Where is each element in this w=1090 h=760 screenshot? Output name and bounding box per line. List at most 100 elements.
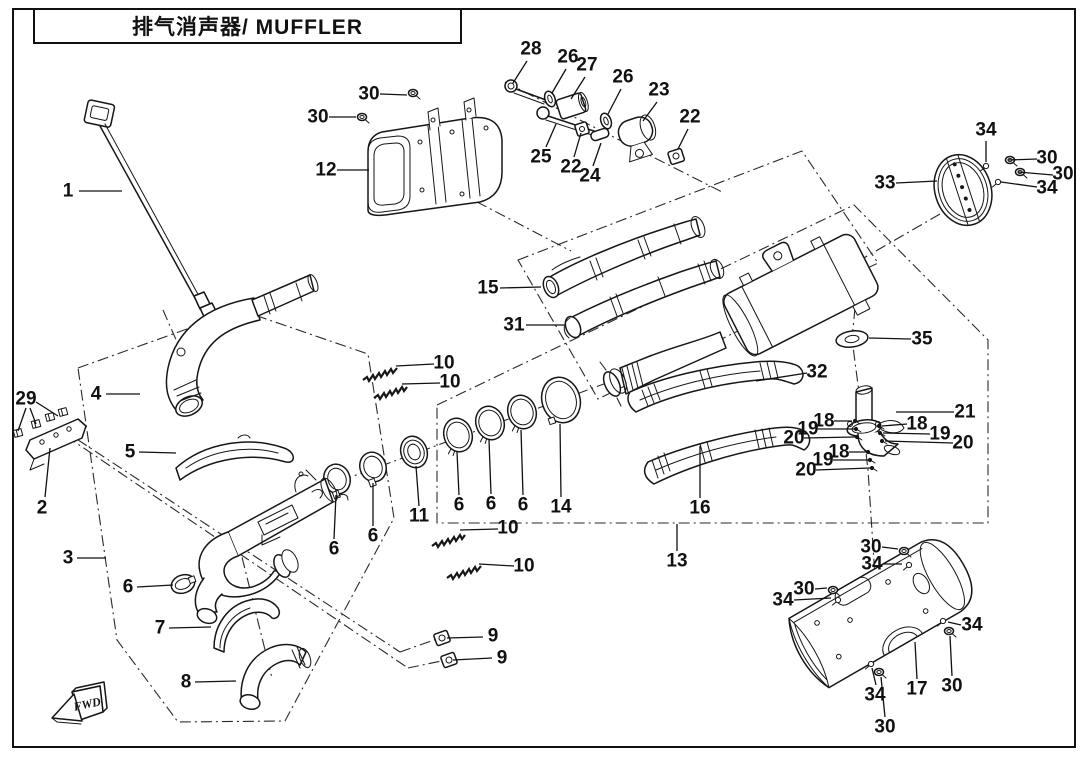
part-label-18: 18 <box>906 414 927 435</box>
leader-line-part-30 <box>1017 171 1054 176</box>
mid-pipe-assembly <box>599 331 727 407</box>
leader-line-part-24 <box>592 142 602 167</box>
leader-line-part-6 <box>333 494 337 540</box>
part-label-21: 21 <box>954 402 976 423</box>
flange-nuts-9 <box>433 629 458 669</box>
part-label-17: 17 <box>906 679 927 700</box>
part-label-30: 30 <box>1036 148 1057 169</box>
part-label-5: 5 <box>125 442 136 463</box>
part-label-20: 20 <box>783 428 804 449</box>
leader-line-part-6 <box>456 451 460 496</box>
part-label-30: 30 <box>358 84 379 105</box>
gasket-ring-6 <box>506 394 538 434</box>
part-label-20: 20 <box>795 460 816 481</box>
leader-line-part-7 <box>168 626 212 629</box>
leader-line-part-10 <box>459 528 499 531</box>
leader-line-part-34 <box>871 667 877 686</box>
muffler-heat-shield-17 <box>788 539 973 689</box>
gasket-washer-35 <box>835 330 869 348</box>
part-label-34: 34 <box>772 590 794 611</box>
leader-line-part-34 <box>947 621 962 626</box>
part-label-10: 10 <box>439 372 460 393</box>
part-label-34: 34 <box>961 615 983 636</box>
gasket-ring-14 <box>540 376 582 426</box>
part-label-32: 32 <box>806 362 827 383</box>
mount-bracket-2 <box>25 418 87 471</box>
part-label-30: 30 <box>307 107 328 128</box>
front-elbow-pipe-4 <box>165 274 319 417</box>
part-label-6: 6 <box>368 526 379 547</box>
part-label-28: 28 <box>520 39 541 60</box>
part-label-19: 19 <box>797 419 818 440</box>
part-label-25: 25 <box>530 147 552 168</box>
part-label-7: 7 <box>155 618 166 639</box>
leader-line-part-10 <box>395 363 435 367</box>
leader-line-part-6 <box>520 429 524 496</box>
part-label-3: 3 <box>63 548 74 569</box>
muffler-body <box>722 233 879 357</box>
gasket-ring-6 <box>474 405 506 445</box>
leader-line-part-5 <box>138 451 177 454</box>
leader-line-part-35 <box>868 337 912 340</box>
part-label-10: 10 <box>513 556 534 577</box>
part-label-34: 34 <box>1036 178 1058 199</box>
leader-line-part-23 <box>642 101 658 122</box>
region-mid-pipes-group <box>517 150 879 400</box>
pipe-heat-shield-16 <box>643 426 811 485</box>
leader-line-part-25 <box>545 123 557 148</box>
part-label-4: 4 <box>91 384 102 405</box>
part-label-19: 19 <box>929 424 950 445</box>
leader-line-part-22 <box>573 132 582 158</box>
leader-line-part-30 <box>881 546 899 550</box>
part-label-26: 26 <box>557 47 578 68</box>
part-label-34: 34 <box>975 120 997 141</box>
part-label-11: 11 <box>409 506 430 527</box>
part-label-6: 6 <box>123 577 134 598</box>
leader-line-part-18 <box>881 423 908 427</box>
leader-line-part-27 <box>570 76 586 100</box>
leader-line-part-9 <box>452 657 493 661</box>
leader-line-part-33 <box>895 180 938 184</box>
heat-shield-12 <box>367 97 503 217</box>
part-label-24: 24 <box>579 166 601 187</box>
leader-line-part-9 <box>446 636 484 639</box>
part-label-8: 8 <box>181 672 192 693</box>
part-label-34: 34 <box>861 554 883 575</box>
leader-line-part-29 <box>35 401 59 417</box>
tension-springs-10 <box>362 366 482 582</box>
region-muffler-group <box>436 204 989 524</box>
part-label-12: 12 <box>315 160 336 181</box>
part-label-15: 15 <box>477 278 499 299</box>
part-label-29: 29 <box>15 389 36 410</box>
heat-shield-5 <box>175 434 294 481</box>
leader-line-part-30 <box>949 635 953 677</box>
leader-line-part-32 <box>755 372 808 382</box>
leader-line-part-6 <box>136 584 174 588</box>
part-label-10: 10 <box>433 353 454 374</box>
leader-line-part-22 <box>677 128 689 150</box>
leader-line-part-30 <box>880 676 886 718</box>
leader-line-part-20 <box>884 440 954 444</box>
leader-line-part-10 <box>478 563 515 567</box>
page-title: 排气消声器/ MUFFLER <box>132 16 363 39</box>
part-label-20: 20 <box>952 433 973 454</box>
part-label-6: 6 <box>518 495 529 516</box>
clamp-ring-6 <box>359 451 387 488</box>
part-label-26: 26 <box>612 67 633 88</box>
part-label-35: 35 <box>911 329 933 350</box>
leader-line-part-30 <box>814 587 828 590</box>
leader-line-part-26 <box>551 68 567 94</box>
end-cap-ring-33 <box>933 153 993 227</box>
part-label-23: 23 <box>648 80 669 101</box>
front-exhaust-pipe-31 <box>563 258 725 339</box>
part-label-14: 14 <box>550 497 572 518</box>
part-label-22: 22 <box>679 107 700 128</box>
outlet-elbow-21 <box>846 385 905 457</box>
part-label-30: 30 <box>941 676 962 697</box>
leader-line-part-30 <box>379 93 408 96</box>
title-block: 排气消声器/ MUFFLER <box>33 8 462 44</box>
part-label-6: 6 <box>454 495 465 516</box>
fwd-direction-marker: FWD <box>51 681 108 725</box>
part-label-2: 2 <box>37 498 48 519</box>
part-label-1: 1 <box>63 181 74 202</box>
